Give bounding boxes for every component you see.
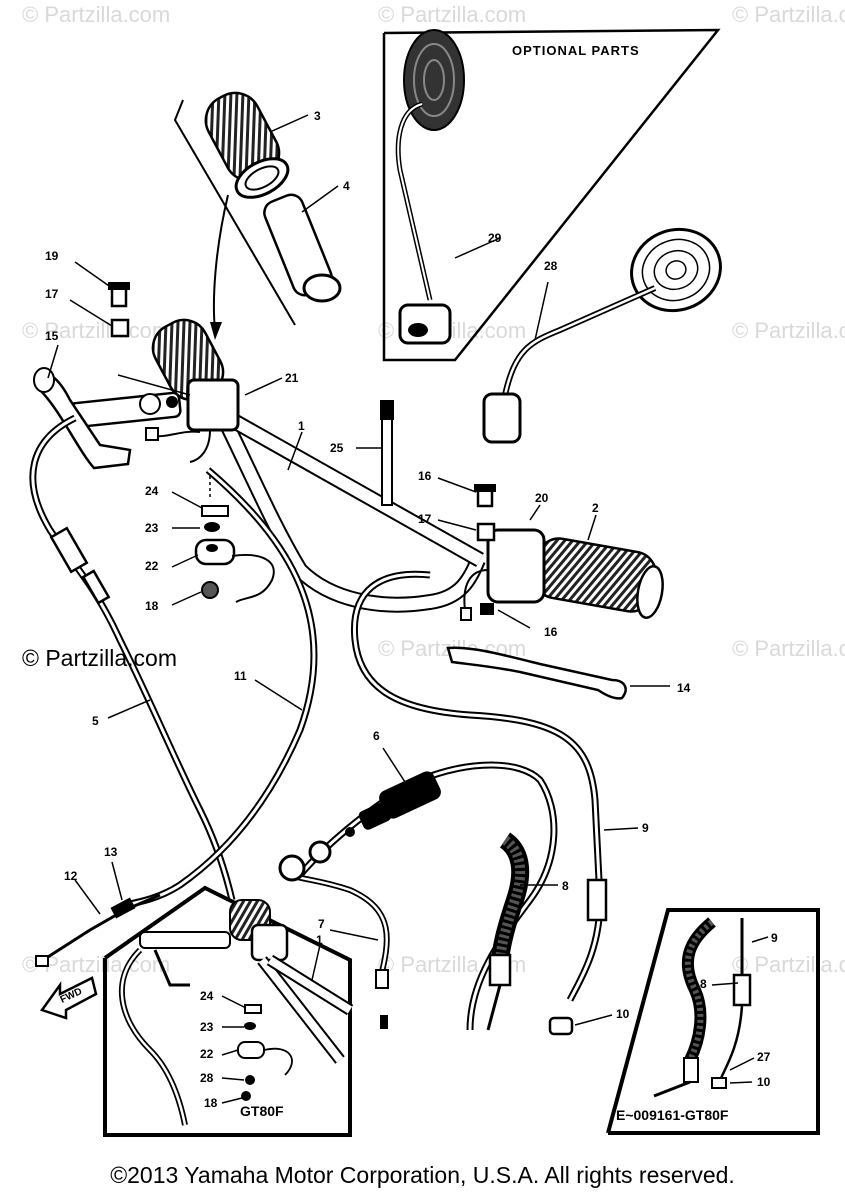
handlebar-1 <box>202 386 486 613</box>
watermark: © Partzilla.com <box>732 318 845 343</box>
callout: 14 <box>677 681 691 695</box>
watermark: © Partzilla.com <box>22 2 171 27</box>
callout: 1 <box>298 419 305 433</box>
inset-left-title: GT80F <box>240 1103 284 1119</box>
callout: 16 <box>544 625 558 639</box>
callout: 29 <box>488 231 502 245</box>
callout: 12 <box>64 869 78 883</box>
watermark: © Partzilla.com <box>732 636 845 661</box>
optional-parts-box: OPTIONAL PARTS <box>382 28 721 362</box>
callout: 17 <box>45 287 59 301</box>
callout: 10 <box>757 1075 771 1089</box>
mirror-28 <box>482 227 722 444</box>
callout: 25 <box>330 441 344 455</box>
grip-detail-outline <box>173 91 342 340</box>
callout: 27 <box>757 1050 771 1064</box>
callout: 28 <box>544 259 558 273</box>
cables <box>29 414 639 1031</box>
inset-left-gt80f: GT80F <box>103 885 354 1137</box>
callout: 23 <box>145 521 159 535</box>
left-grip-assembly <box>33 261 283 470</box>
watermark: © Partzilla.com <box>22 318 171 343</box>
strap-25 <box>356 400 394 506</box>
callout: 9 <box>771 931 778 945</box>
inset-left-callouts: 1 24 23 22 28 18 <box>200 933 323 1110</box>
boot-8 <box>486 832 558 1031</box>
brand-credit: © Partzilla.com <box>22 645 177 671</box>
callout: 18 <box>204 1096 218 1110</box>
cable-ends-12-13 <box>35 861 613 1036</box>
callout: 15 <box>45 329 59 343</box>
lever-14 <box>446 646 670 700</box>
watermark: © Partzilla.com <box>732 952 845 977</box>
watermark: © Partzilla.com <box>732 2 845 27</box>
callout: 22 <box>145 559 159 573</box>
inset-right-e009161: E~009161-GT80F <box>606 908 820 1135</box>
watermark: © Partzilla.com <box>378 2 527 27</box>
callout: 17 <box>418 512 432 526</box>
callout: 22 <box>200 1047 214 1061</box>
callout: 5 <box>92 714 99 728</box>
horn-switch-parts <box>171 470 275 606</box>
callout: 8 <box>700 977 707 991</box>
fwd-arrow-icon: FWD <box>39 976 98 1020</box>
callout: 8 <box>562 879 569 893</box>
callout: 24 <box>200 989 214 1003</box>
inset-right-callouts: 9 8 27 10 <box>700 931 778 1089</box>
callout: 28 <box>200 1071 214 1085</box>
callout: 7 <box>318 917 325 931</box>
copyright-notice: ©2013 Yamaha Motor Corporation, U.S.A. A… <box>110 1162 735 1188</box>
carb-part-6 <box>278 747 441 882</box>
callout: 1 <box>316 933 323 947</box>
callout: 23 <box>200 1020 214 1034</box>
right-grip-assembly <box>437 477 664 629</box>
callout: 3 <box>314 109 321 123</box>
callout: 24 <box>145 484 159 498</box>
callout: 19 <box>45 249 59 263</box>
callout: 16 <box>418 469 432 483</box>
callout: 6 <box>373 729 380 743</box>
callout: 2 <box>592 501 599 515</box>
callout: 21 <box>285 371 299 385</box>
callout: 4 <box>343 179 350 193</box>
callout: 18 <box>145 599 159 613</box>
callout: 9 <box>642 821 649 835</box>
callout: 11 <box>234 669 247 683</box>
callout-labels: 3 4 29 28 19 17 15 21 1 25 16 20 2 24 23… <box>45 109 691 1021</box>
callout: 13 <box>104 845 118 859</box>
callout: 10 <box>616 1007 630 1021</box>
callout: 20 <box>535 491 549 505</box>
optional-parts-label: OPTIONAL PARTS <box>512 43 640 58</box>
inset-right-title: E~009161-GT80F <box>616 1107 729 1123</box>
